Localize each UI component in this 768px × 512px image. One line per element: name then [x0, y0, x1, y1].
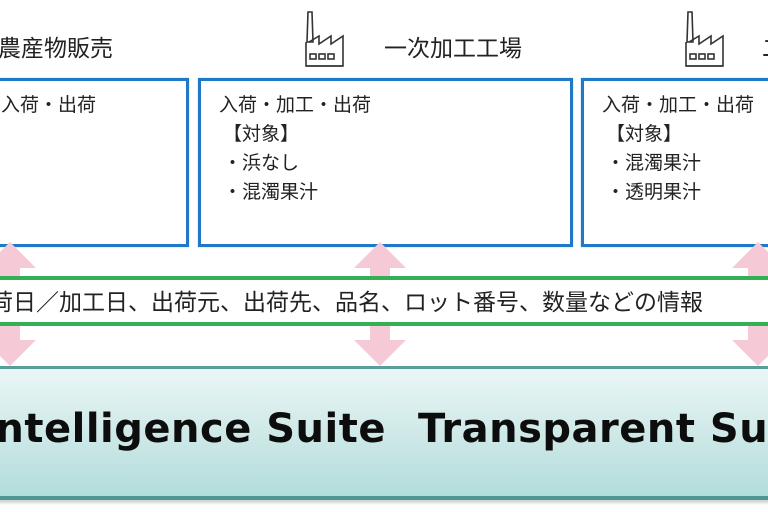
stage-box-secondary-processing: 入荷・加工・出荷 【対象】 ・混濁果汁 ・透明果汁 — [581, 78, 768, 247]
box-line-item: ・混濁果汁 — [223, 181, 319, 203]
factory-icon — [685, 11, 724, 67]
box-line: 入荷・加工・出荷 — [602, 94, 755, 116]
suite-label-intelligence: Intelligence Suite — [0, 406, 386, 452]
box-line-target-heading: 【対象】 — [223, 123, 300, 145]
box-line: 入荷・出荷 — [1, 94, 97, 116]
box-line-item: ・混濁果汁 — [606, 152, 702, 174]
traceability-info-bar: 荷日／加工日、出荷元、出荷先、品名、ロット番号、数量などの情報 — [0, 276, 768, 326]
info-bar-text: 荷日／加工日、出荷元、出荷先、品名、ロット番号、数量などの情報 — [0, 290, 703, 316]
factory-icon — [305, 11, 344, 67]
box-line-target-heading: 【対象】 — [606, 123, 683, 145]
stage-box-primary-processing: 入荷・加工・出荷 【対象】 ・浜なし ・混濁果汁 — [198, 78, 573, 247]
box-line: 入荷・加工・出荷 — [219, 94, 372, 116]
box-line-item: ・透明果汁 — [606, 181, 702, 203]
box-line-item: ・浜なし — [223, 152, 300, 174]
stage-title-primary-processing: 一次加工工場 — [384, 36, 522, 62]
stage-title-secondary-processing: 二 — [762, 34, 768, 64]
suite-label-transparent: Transparent Suite — [418, 406, 768, 452]
stage-title-farm-sales: 農産物販売 — [0, 36, 113, 62]
stage-box-farm-sales: 入荷・出荷 — [0, 78, 189, 247]
suite-platform-bar: Intelligence Suite Transparent Suite — [0, 366, 768, 500]
